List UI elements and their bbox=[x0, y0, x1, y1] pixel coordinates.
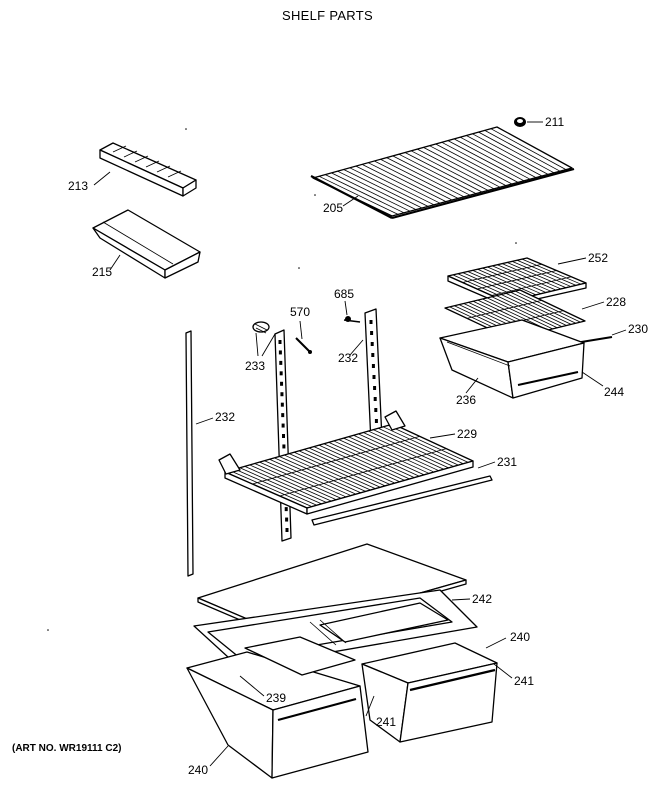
part-205-wire-shelf bbox=[310, 126, 575, 220]
callout-211: 211 bbox=[545, 115, 564, 129]
callout-239: 239 bbox=[266, 691, 286, 705]
callout-244: 244 bbox=[604, 385, 624, 399]
part-232-track-middle-right bbox=[349, 308, 383, 444]
part-215-door-bin bbox=[92, 209, 201, 279]
callout-252: 252 bbox=[588, 251, 608, 265]
part-232-track-left bbox=[185, 330, 214, 577]
part-233-spring bbox=[252, 321, 276, 357]
callout-213: 213 bbox=[68, 179, 88, 193]
callout-229: 229 bbox=[457, 427, 477, 441]
diagram-title: SHELF PARTS bbox=[282, 8, 373, 23]
callout-242: 242 bbox=[472, 592, 492, 606]
part-211-knob bbox=[514, 117, 543, 127]
part-570-screw bbox=[295, 320, 312, 354]
callout-570: 570 bbox=[290, 305, 310, 319]
callout-231: 231 bbox=[497, 455, 517, 469]
callout-labels: 211 213 205 215 252 228 230 685 570 233 … bbox=[68, 115, 648, 777]
callout-240-bottom: 240 bbox=[188, 763, 208, 777]
callout-236: 236 bbox=[456, 393, 476, 407]
part-231-trim bbox=[311, 461, 496, 526]
callout-241-middle: 241 bbox=[376, 715, 396, 729]
part-232-track-middle-left bbox=[274, 329, 292, 542]
part-213-ice-tray bbox=[93, 142, 197, 197]
art-number: (ART NO. WR19111 C2) bbox=[12, 743, 121, 754]
part-240-left-crisper-drawer bbox=[186, 636, 375, 779]
callout-232-middle: 232 bbox=[338, 351, 358, 365]
part-685-screw bbox=[343, 300, 361, 323]
callout-685: 685 bbox=[334, 287, 354, 301]
callout-205: 205 bbox=[323, 201, 343, 215]
callout-215: 215 bbox=[92, 265, 112, 279]
callout-240-right: 240 bbox=[510, 630, 530, 644]
scan-specks bbox=[47, 128, 517, 631]
part-229-cantilever-shelf bbox=[218, 410, 474, 515]
callout-241-right: 241 bbox=[514, 674, 534, 688]
part-236-drawer bbox=[439, 319, 604, 399]
part-240-right-crisper-drawer bbox=[361, 637, 513, 743]
callout-233: 233 bbox=[245, 359, 265, 373]
callout-230: 230 bbox=[628, 322, 648, 336]
callout-228: 228 bbox=[606, 295, 626, 309]
callout-232-left: 232 bbox=[215, 410, 235, 424]
